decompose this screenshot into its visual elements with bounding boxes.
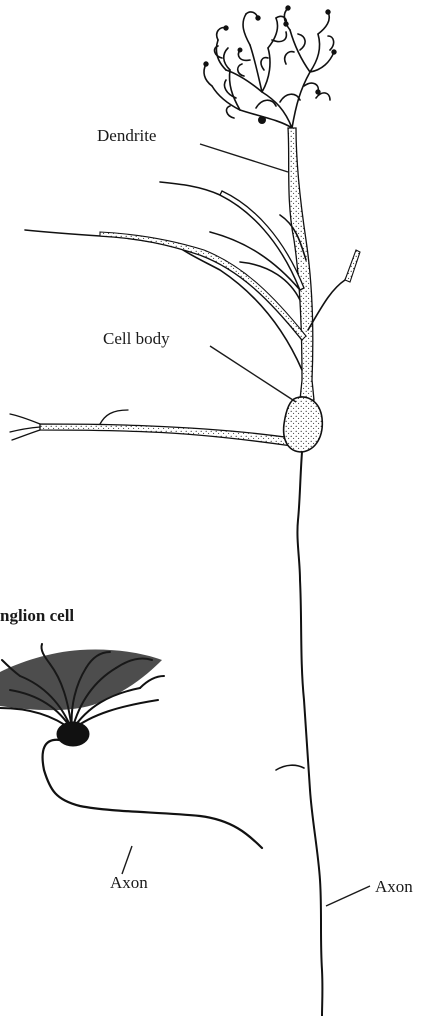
side-dendrite-shading bbox=[100, 191, 360, 340]
large-neuron bbox=[10, 6, 360, 1016]
leader-cell-body bbox=[210, 346, 296, 402]
leader-axon-main bbox=[326, 886, 370, 906]
axon-collateral bbox=[276, 765, 304, 770]
leader-axon-ganglion bbox=[122, 846, 132, 874]
axon-main bbox=[297, 452, 322, 1016]
label-axon-main: Axon bbox=[375, 877, 413, 896]
label-cell-body: Cell body bbox=[103, 329, 170, 348]
label-axon-ganglion: Axon bbox=[110, 873, 148, 892]
label-ganglion-cell: nglion cell bbox=[0, 606, 74, 625]
label-dendrite: Dendrite bbox=[97, 126, 156, 145]
ganglion-soma bbox=[57, 722, 89, 746]
dendritic-tuft bbox=[204, 8, 334, 128]
ganglion-axon bbox=[43, 740, 262, 848]
ganglion-dendrite-mass bbox=[0, 649, 162, 710]
leader-dendrite bbox=[200, 144, 288, 172]
ganglion-cell bbox=[0, 644, 262, 848]
basal-dendrite bbox=[40, 424, 292, 446]
cell-body bbox=[284, 397, 323, 452]
